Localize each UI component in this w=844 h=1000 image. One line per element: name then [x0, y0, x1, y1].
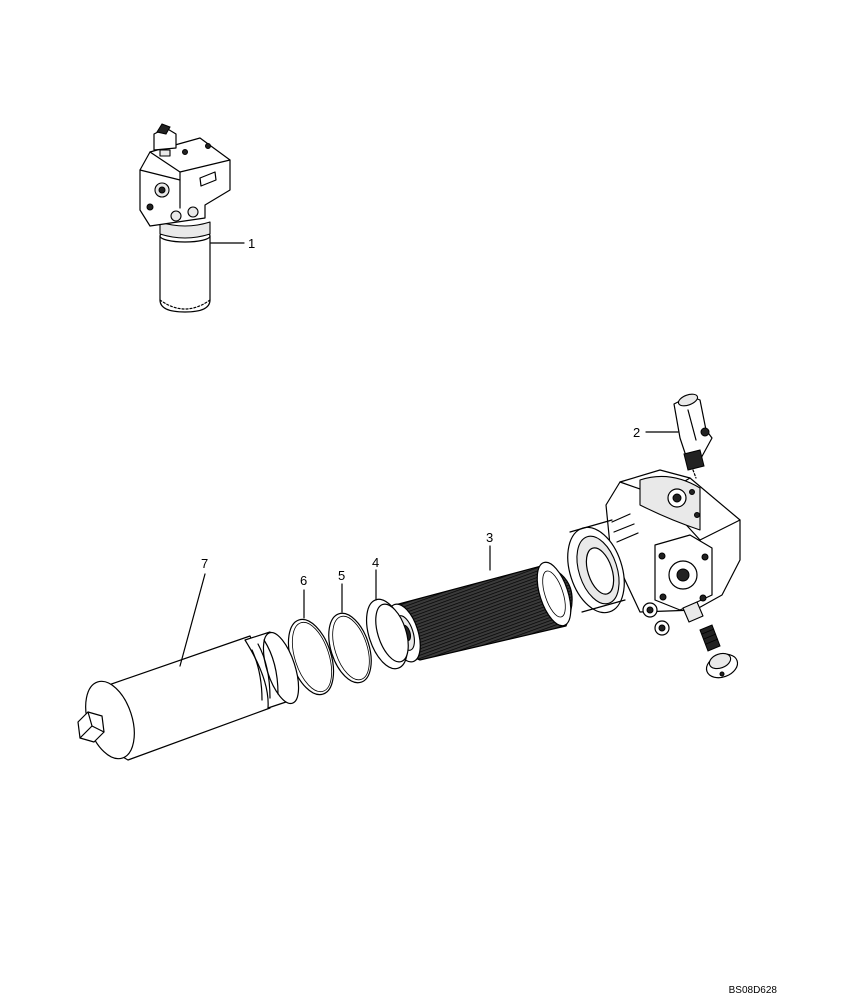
clogging-indicator-sensor [673, 393, 713, 479]
callout-5-label: 5 [338, 568, 345, 583]
callout-7-leader [179, 573, 206, 667]
drain-plug [699, 624, 739, 679]
callout-1-label: 1 [248, 236, 255, 251]
callout-2-label: 2 [633, 425, 640, 440]
assembled-filter-unit [139, 123, 231, 313]
filter-element [387, 561, 573, 663]
drawing-code: BS08D628 [729, 985, 778, 996]
filter-bowl [77, 631, 300, 761]
callout-4-label: 4 [372, 555, 379, 570]
callout-3-label: 3 [486, 530, 493, 545]
seal-ring-4 [365, 598, 409, 670]
callout-6-label: 6 [300, 573, 307, 588]
filter-head-housing [567, 469, 741, 636]
o-ring-5 [328, 612, 372, 684]
callout-7-label: 7 [201, 556, 208, 571]
